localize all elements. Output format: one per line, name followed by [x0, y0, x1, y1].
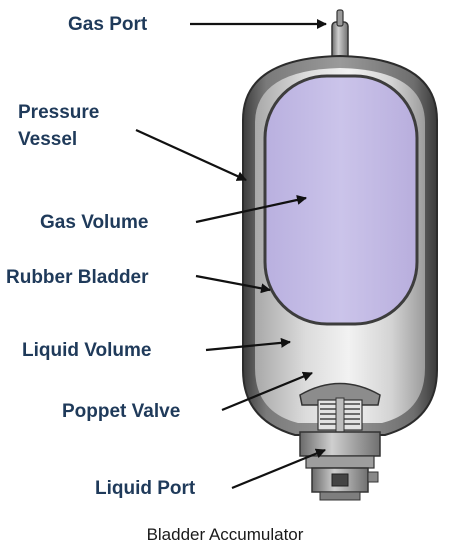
label-gas-port: Gas Port [68, 14, 148, 35]
arrow-liquid-port [231, 448, 326, 490]
arrow-pressure-vessel [135, 128, 247, 182]
arrow-poppet-valve [221, 371, 313, 412]
arrow-rubber-bladder [195, 274, 271, 294]
arrow-gas-volume [195, 195, 307, 224]
label-pressure-vessel-line2: Vessel [18, 129, 77, 150]
diagram-caption: Bladder Accumulator [147, 525, 304, 544]
callout-arrows [135, 19, 327, 490]
label-pressure-vessel-line1: Pressure [18, 102, 99, 123]
arrow-liquid-volume [205, 337, 291, 352]
label-rubber-bladder: Rubber Bladder [6, 267, 149, 288]
label-liquid-volume: Liquid Volume [22, 340, 151, 361]
poppet-valve-assembly [299, 382, 381, 447]
label-liquid-port: Liquid Port [95, 478, 196, 499]
label-gas-volume: Gas Volume [40, 212, 148, 233]
liquid-port-fitting [299, 431, 381, 501]
rubber-bladder-gas-volume [263, 74, 419, 326]
label-poppet-valve: Poppet Valve [62, 401, 180, 422]
